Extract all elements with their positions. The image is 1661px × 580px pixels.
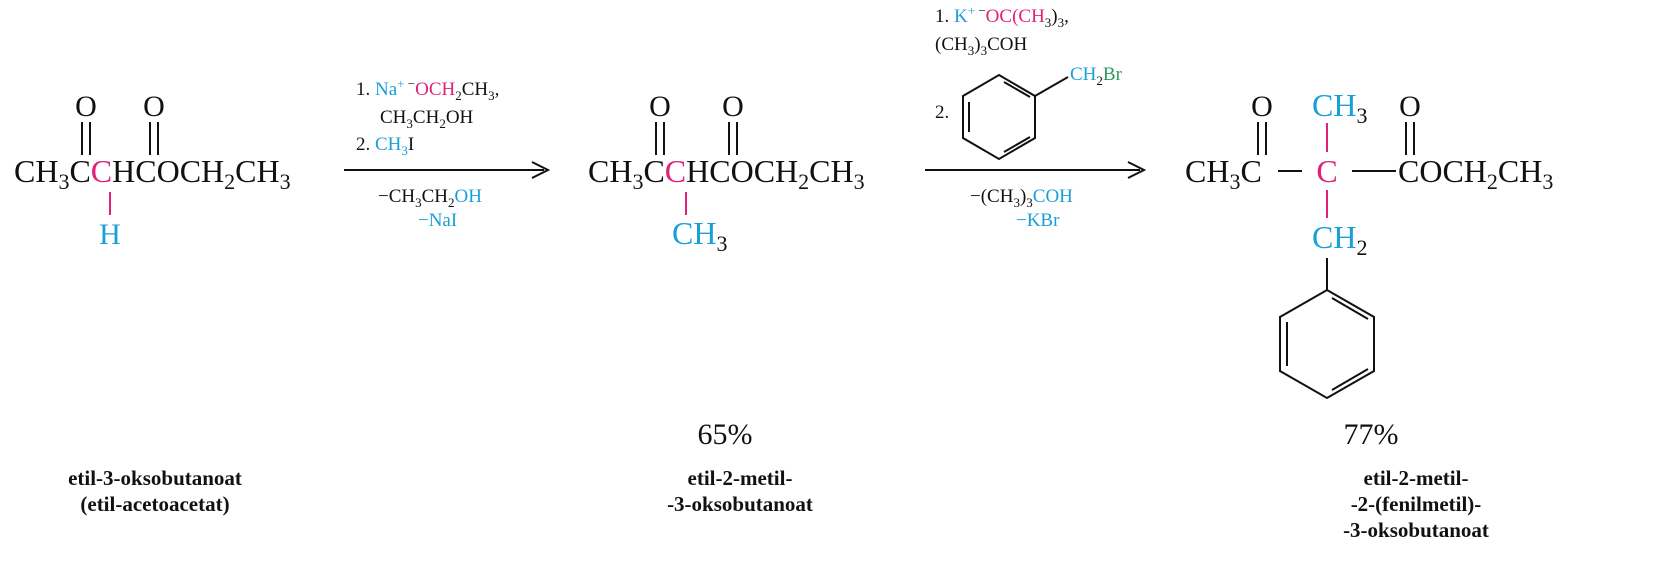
compound-3-ketone-oxygen: O — [1251, 90, 1273, 123]
compound-2-structure: O O CH3CCHCOCH2CH3 CH3 — [588, 90, 865, 256]
compound-1-name-line-2: (etil-acetoacetat) — [80, 492, 230, 516]
compound-3-ester-oxygen: O — [1399, 90, 1421, 123]
compound-2-yield: 65% — [697, 418, 753, 451]
compound-3-name: etil-2-metil- -2-(fenilmetil)- -3-oksobu… — [1296, 465, 1536, 543]
arrow-2-byproduct-2: −KBr — [1016, 210, 1060, 231]
compound-1-structure: O O CH3CCHCOCH2CH3 H — [14, 90, 291, 251]
compound-2-name: etil-2-metil- -3-oksobutanoat — [630, 465, 850, 517]
compound-1-name: etil-3-oksobutanoat (etil-acetoacetat) — [35, 465, 275, 517]
compound-3-left-group: CH3C — [1185, 153, 1262, 194]
arrow-2-reagent-line-2: (CH3)3COH — [935, 34, 1027, 58]
arrow-1-reagent-line-2: CH3CH2OH — [380, 107, 474, 131]
compound-1-alpha-hydrogen: H — [99, 218, 121, 251]
compound-2-name-line-2: -3-oksobutanoat — [667, 492, 813, 516]
arrow-1-head — [531, 161, 551, 179]
compound-2-formula: CH3CCHCOCH2CH3 — [588, 153, 865, 194]
compound-3-right-group: COCH2CH3 — [1398, 153, 1553, 194]
compound-1-formula: CH3CCHCOCH2CH3 — [14, 153, 291, 194]
compound-3-top-methyl: CH3 — [1312, 87, 1367, 128]
compound-2-methyl-group: CH3 — [672, 215, 727, 256]
compound-3-yield: 77% — [1343, 418, 1399, 451]
compound-3-name-line-3: -3-oksobutanoat — [1343, 518, 1489, 542]
compound-3-phenyl-ring — [1279, 288, 1375, 400]
benzyl-bromide-label: CH2Br — [1070, 64, 1123, 88]
arrow-1-byproduct-2: −NaI — [418, 210, 457, 231]
benzyl-bromide-ring — [962, 73, 1069, 161]
compound-3-name-line-1: etil-2-metil- — [1363, 466, 1469, 490]
arrow-2-reagent-line-1: 1. K+ −OC(CH3)3, — [935, 3, 1069, 30]
arrow-1-byproduct-1: −CH3CH2OH — [378, 186, 482, 210]
compound-1-ester-oxygen: O — [143, 90, 165, 123]
arrow-1-reagent-line-1: 1. Na+ −OCH2CH3, — [356, 76, 499, 103]
arrow-2-step-2-label: 2. — [935, 102, 949, 123]
arrow-2-byproduct-1: −(CH3)3COH — [970, 186, 1073, 210]
compound-3-ch2-group: CH2 — [1312, 219, 1367, 260]
compound-1-ketone-oxygen: O — [75, 90, 97, 123]
arrow-2-head — [1127, 161, 1147, 179]
compound-1-name-line-1: etil-3-oksobutanoat — [68, 466, 242, 490]
compound-2-ketone-oxygen: O — [649, 90, 671, 123]
arrow-1-reagent-line-3: 2. CH3I — [356, 134, 414, 158]
compound-3-structure: O O CH3 CH3C C COCH2CH3 CH2 — [1185, 87, 1553, 400]
compound-3-center-carbon: C — [1316, 153, 1337, 189]
compound-3-name-line-2: -2-(fenilmetil)- — [1350, 492, 1482, 516]
reaction-arrow-1: 1. Na+ −OCH2CH3, CH3CH2OH 2. CH3I −CH3CH… — [344, 76, 551, 231]
compound-2-name-line-1: etil-2-metil- — [687, 466, 793, 490]
compound-2-ester-oxygen: O — [722, 90, 744, 123]
reaction-arrow-2: 1. K+ −OC(CH3)3, (CH3)3COH 2. CH2Br −(CH… — [925, 3, 1147, 231]
